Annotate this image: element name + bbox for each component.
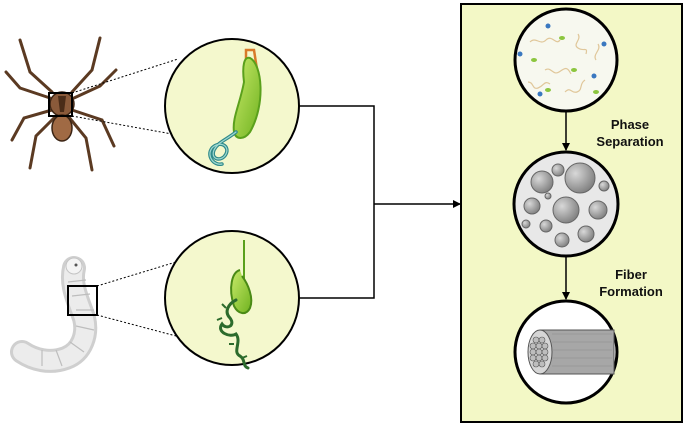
fiber-label-line2: Formation: [599, 284, 663, 299]
spider-icon: [4, 36, 118, 172]
silkworm-gland-icon: [216, 240, 253, 370]
phase-label-line2: Separation: [596, 134, 664, 149]
silkworm-icon: [10, 256, 98, 373]
spider-gland-circle: [164, 38, 300, 174]
phase-separation-label: Phase Separation: [583, 116, 677, 150]
silkworm-zoom-line-top: [96, 261, 177, 287]
droplets-icon: [521, 162, 610, 248]
phase-label-line1: Phase: [610, 117, 650, 132]
spider-zoom-line-bottom: [71, 115, 173, 135]
silkworm-highlight-box: [67, 285, 98, 316]
spider-gland-icon: [208, 48, 262, 166]
protein-solution-icon: [517, 23, 607, 97]
fiber-bundle-icon: [527, 329, 615, 375]
fiber-label-line1: Fiber: [615, 267, 647, 282]
spider-zoom-line-top: [71, 58, 179, 94]
connector-lines: [299, 105, 461, 299]
fiber-formation-label: Fiber Formation: [586, 266, 676, 300]
protein-solution-circle: [513, 7, 619, 113]
silkworm-zoom-line-bottom: [96, 314, 177, 337]
spider-highlight-box: [48, 92, 73, 117]
